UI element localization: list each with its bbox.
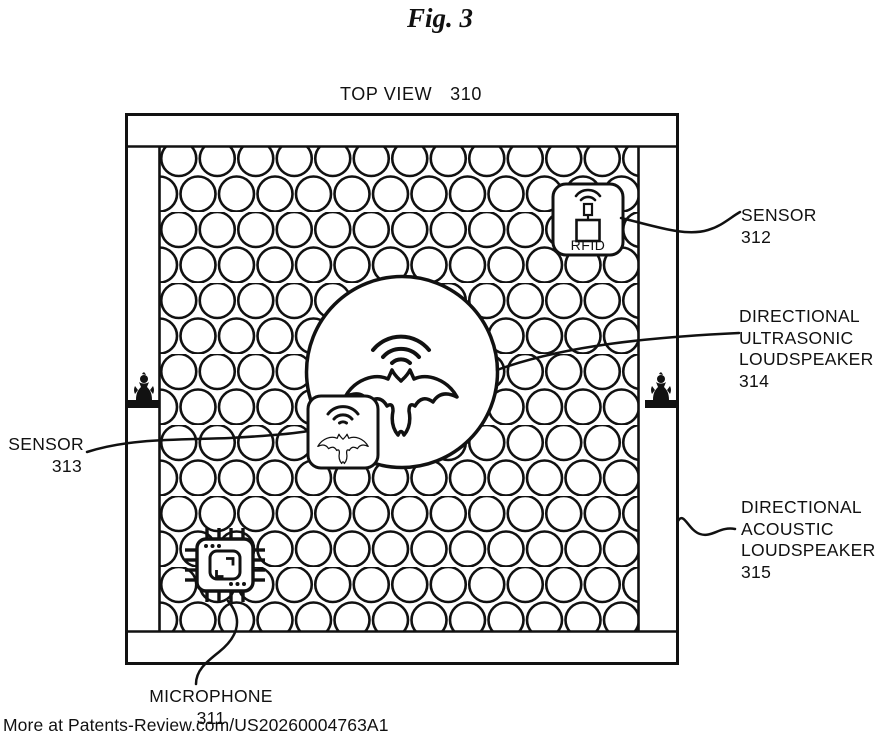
callout-ultrasonic-314-ref: 314 [739,370,770,391]
leader-line-sensor-313 [85,429,310,454]
wifi-icon [371,334,431,365]
rfid-sensor-device [551,182,625,257]
callout-ultrasonic-314: DIRECTIONAL ULTRASONIC LOUDSPEAKER 314 [739,306,874,392]
callout-acoustic-315-ref: 315 [741,561,772,582]
callout-sensor-312-name: SENSOR [741,205,817,225]
callout-ultrasonic-314-line2: ULTRASONIC [739,327,854,348]
callout-acoustic-315-line2: ACOUSTIC [741,518,834,539]
callout-ultrasonic-314-line1: DIRECTIONAL [739,306,860,326]
top-view-text: TOP VIEW [340,84,433,104]
callout-microphone-311-ref: 311 [196,707,226,728]
rfid-tag-icon [574,188,602,243]
callout-acoustic-315-line1: DIRECTIONAL [741,497,862,517]
top-view-label: TOP VIEW 310 [340,84,482,106]
callout-ultrasonic-314-line3: LOUDSPEAKER [739,349,874,369]
rfid-icon-label: RFID [570,237,606,253]
callout-sensor-312: SENSOR 312 [741,205,817,248]
watermark-text: More at Patents-Review.com/US20260004763… [3,715,389,735]
leader-line-microphone-311 [194,599,239,686]
callout-sensor-313-ref: 313 [51,455,82,476]
callout-microphone-311-name: MICROPHONE [149,686,273,706]
chip-corner-marks [215,557,235,578]
callout-microphone-311: MICROPHONE 311 [138,686,284,729]
callout-acoustic-315: DIRECTIONAL ACOUSTIC LOUDSPEAKER 315 [741,497,876,583]
leader-line-ultrasonic-314 [495,331,741,372]
leader-line-acoustic-315 [676,517,737,537]
rfid-chip-square [575,218,601,243]
leader-line-sensor-312 [619,210,742,234]
chip-inner-window [208,549,242,581]
callout-sensor-313: SENSOR 313 [6,434,84,477]
figure-title: Fig. 3 [406,3,473,33]
wifi-icon-small [326,405,360,425]
callout-sensor-313-name: SENSOR [8,434,84,454]
microphone-chip-icon [185,528,265,602]
callout-sensor-312-ref: 312 [741,226,772,247]
top-view-ref: 310 [450,84,482,104]
sensor-313-device [306,394,380,470]
callout-acoustic-315-line3: LOUDSPEAKER [741,540,876,560]
chip-dots [204,544,246,586]
